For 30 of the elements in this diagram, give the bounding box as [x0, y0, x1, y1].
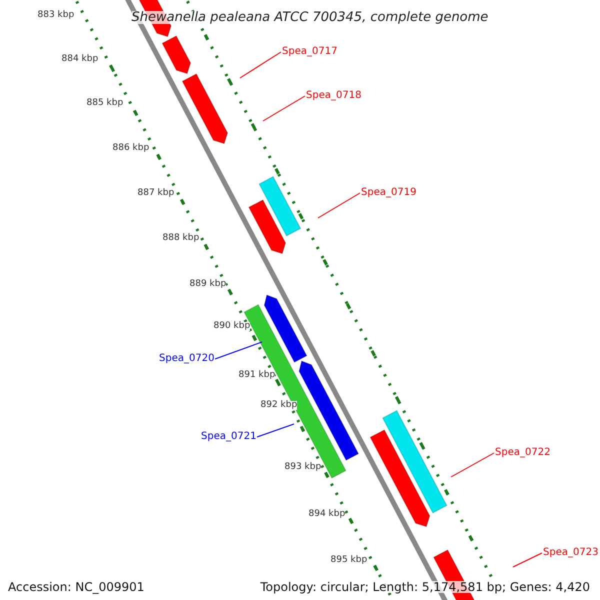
tick-label: 888 kbp	[162, 234, 200, 242]
leader-line	[512, 552, 542, 568]
leader-line	[262, 96, 306, 122]
gene-label: Spea_0719	[361, 188, 416, 198]
leader-line	[214, 342, 262, 360]
tick-label: 889 kbp	[190, 280, 226, 288]
leader-line	[318, 192, 360, 218]
leader-line	[240, 52, 282, 78]
footer-text: Topology: circular; Length: 5,174,581 bp; Genes: 4,420	[260, 581, 590, 593]
tick-label: 893 kbp	[284, 462, 322, 472]
tick-label: 885 kbp	[86, 98, 124, 108]
tick-label: 894 kbp	[308, 510, 346, 518]
leader-line	[450, 452, 494, 478]
gene-label: Spea_0717	[282, 47, 338, 57]
footer-text: Accession: NC_009901	[8, 581, 144, 593]
gene-label: Spea_0721	[201, 432, 256, 442]
title: Shewanella pealeana ATCC 700345, complete genome	[132, 11, 488, 24]
tick-label: 891 kbp	[238, 370, 276, 380]
gene-label: Spea_0723	[543, 548, 598, 558]
gene-label: Spea_0718	[306, 91, 362, 101]
tick-label: 895 kbp	[330, 556, 368, 564]
tick-label: 892 kbp	[260, 400, 298, 410]
gene-label: Spea_0720	[159, 354, 214, 364]
gene-label: Spea_0722	[495, 448, 550, 458]
tick-label: 890 kbp	[214, 322, 250, 330]
tick-label: 887 kbp	[138, 188, 174, 198]
leader-line	[256, 424, 294, 438]
tick-label: 884 kbp	[62, 54, 98, 64]
tick-label: 886 kbp	[112, 144, 150, 152]
tick-label: 883 kbp	[38, 10, 74, 20]
